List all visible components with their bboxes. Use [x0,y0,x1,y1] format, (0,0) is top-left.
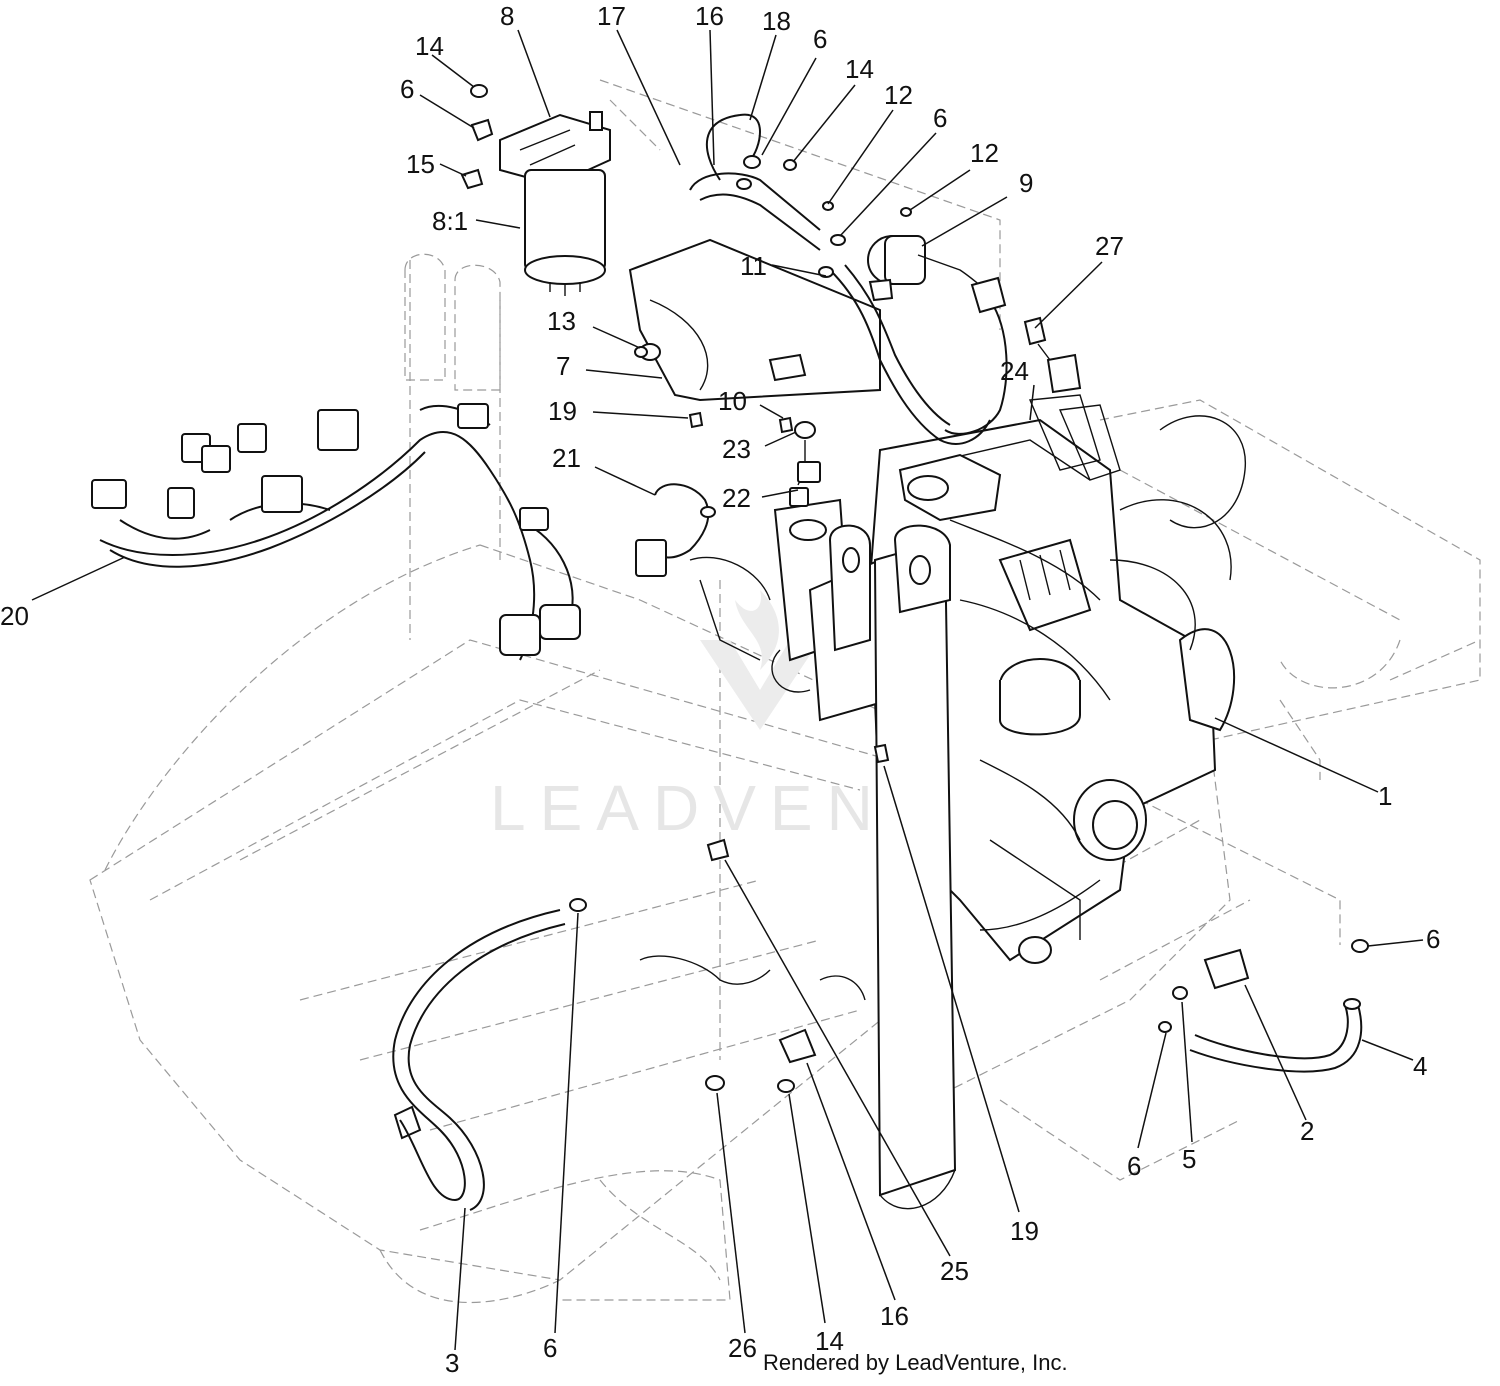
callout-15: 15 [406,149,435,179]
callout-19-lower: 19 [1010,1216,1039,1246]
callout-labels: 14 8 6 15 8:1 17 16 18 6 14 12 6 12 9 11… [0,1,1440,1378]
callout-6-lower-right: 6 [1127,1151,1141,1181]
callout-25: 25 [940,1256,969,1286]
callout-6-bottom: 6 [543,1333,557,1363]
engine-mount-brackets [689,498,892,722]
callout-10: 10 [718,386,747,416]
callout-14-lower: 14 [815,1326,844,1356]
ground-cable-21 [635,483,716,577]
callout-13: 13 [547,306,576,336]
callout-12-upper: 12 [884,80,913,110]
callout-27: 27 [1095,231,1124,261]
callout-21: 21 [552,443,581,473]
callout-9: 9 [1019,168,1033,198]
callout-11: 11 [740,251,767,281]
callout-6-right: 6 [933,103,947,133]
engine-assembly [868,394,1246,964]
callout-18: 18 [762,6,791,36]
callout-4: 4 [1413,1051,1427,1081]
fuel-filter-assembly [460,84,611,296]
render-credit: Rendered by LeadVenture, Inc. [763,1350,1068,1375]
callout-5: 5 [1182,1144,1196,1174]
callout-26: 26 [728,1333,757,1363]
chassis-frame-outline [89,79,1481,1304]
connector-27 [1023,316,1082,394]
leader-lines [31,29,1424,1351]
callout-3: 3 [445,1348,459,1378]
callout-8: 8 [500,1,514,31]
callout-22: 22 [722,483,751,513]
callout-14-upper: 14 [845,54,874,84]
callout-1: 1 [1378,781,1392,811]
lower-hardware [634,346,890,1093]
callout-19-upper: 19 [548,396,577,426]
callout-20: 20 [0,601,29,631]
wiring-harness [91,403,581,661]
callout-14-top: 14 [415,31,444,61]
callout-12-right: 12 [970,138,999,168]
callout-23: 23 [722,434,751,464]
callout-6-top-left: 6 [400,74,414,104]
lower-hoses [392,898,1369,1211]
callout-16-lower: 16 [880,1301,909,1331]
fuel-hoses-upper [689,113,1008,445]
callout-6-right-lower: 6 [1426,924,1440,954]
callout-2: 2 [1300,1116,1314,1146]
callout-17: 17 [597,1,626,31]
callout-24: 24 [1000,356,1029,386]
fuel-pump [867,235,1007,314]
callout-8-1: 8:1 [432,206,468,236]
callout-16-top: 16 [695,1,724,31]
callout-6-top: 6 [813,24,827,54]
callout-7: 7 [556,351,570,381]
sensor-22-23 [789,421,821,507]
